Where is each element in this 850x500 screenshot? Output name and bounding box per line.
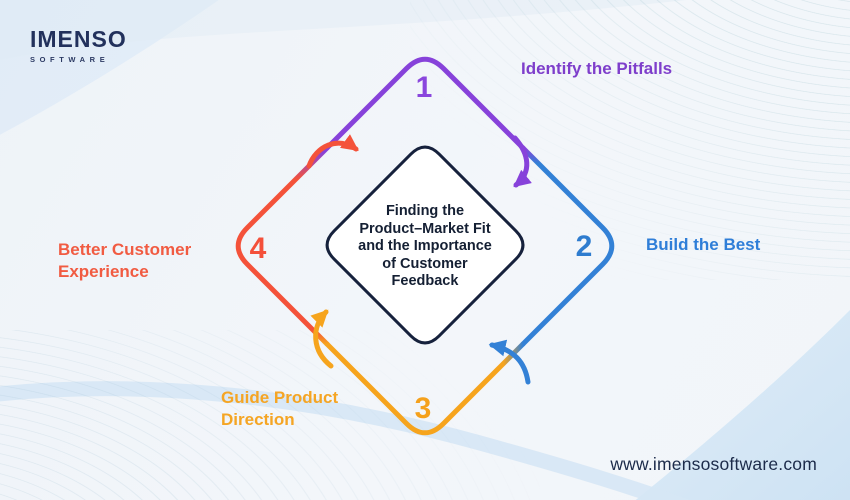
background-bottomright-fill xyxy=(635,310,850,500)
step-4-number: 4 xyxy=(249,232,267,265)
brand-subtitle: SOFTWARE xyxy=(30,55,110,64)
step-3-number: 3 xyxy=(414,392,432,425)
step-1-number: 1 xyxy=(415,71,433,104)
step-1-label: Identify the Pitfalls xyxy=(521,59,673,78)
flow-arrow-4-to-1-icon xyxy=(306,134,359,169)
diamond-edge-bottom xyxy=(324,341,526,436)
center-title-line: and the Importance xyxy=(358,238,492,254)
diamond-edge-left xyxy=(235,145,330,347)
brand-logo: IMENSO SOFTWARE xyxy=(30,26,127,64)
diamond-edge-right xyxy=(520,145,615,347)
center-title: Finding the Product–Market Fit and the I… xyxy=(320,203,530,291)
step-4-label: Better Customer Experience xyxy=(58,240,192,281)
step-3-label: Guide Product Direction xyxy=(221,388,339,429)
center-title-line: Feedback xyxy=(391,273,459,289)
diamond-edge-top xyxy=(324,56,526,151)
background-bottomleft-wave xyxy=(0,381,690,500)
center-title-line: Product–Market Fit xyxy=(359,220,491,237)
brand-name: IMENSO xyxy=(30,26,127,52)
center-diamond xyxy=(325,145,525,345)
background-top-band xyxy=(0,0,687,61)
flow-arrow-2-to-3-icon xyxy=(488,339,531,385)
flow-arrow-3-to-4-icon xyxy=(310,309,334,369)
center-title-line: Finding the xyxy=(385,203,465,219)
step-2-number: 2 xyxy=(575,230,593,263)
flow-arrow-1-to-2-icon xyxy=(512,135,532,188)
website-url: www.imensosoftware.com xyxy=(610,454,817,474)
background-topleft-wash xyxy=(0,0,219,135)
center-title-line: of Customer xyxy=(382,255,468,272)
step-2-label: Build the Best xyxy=(646,235,761,254)
